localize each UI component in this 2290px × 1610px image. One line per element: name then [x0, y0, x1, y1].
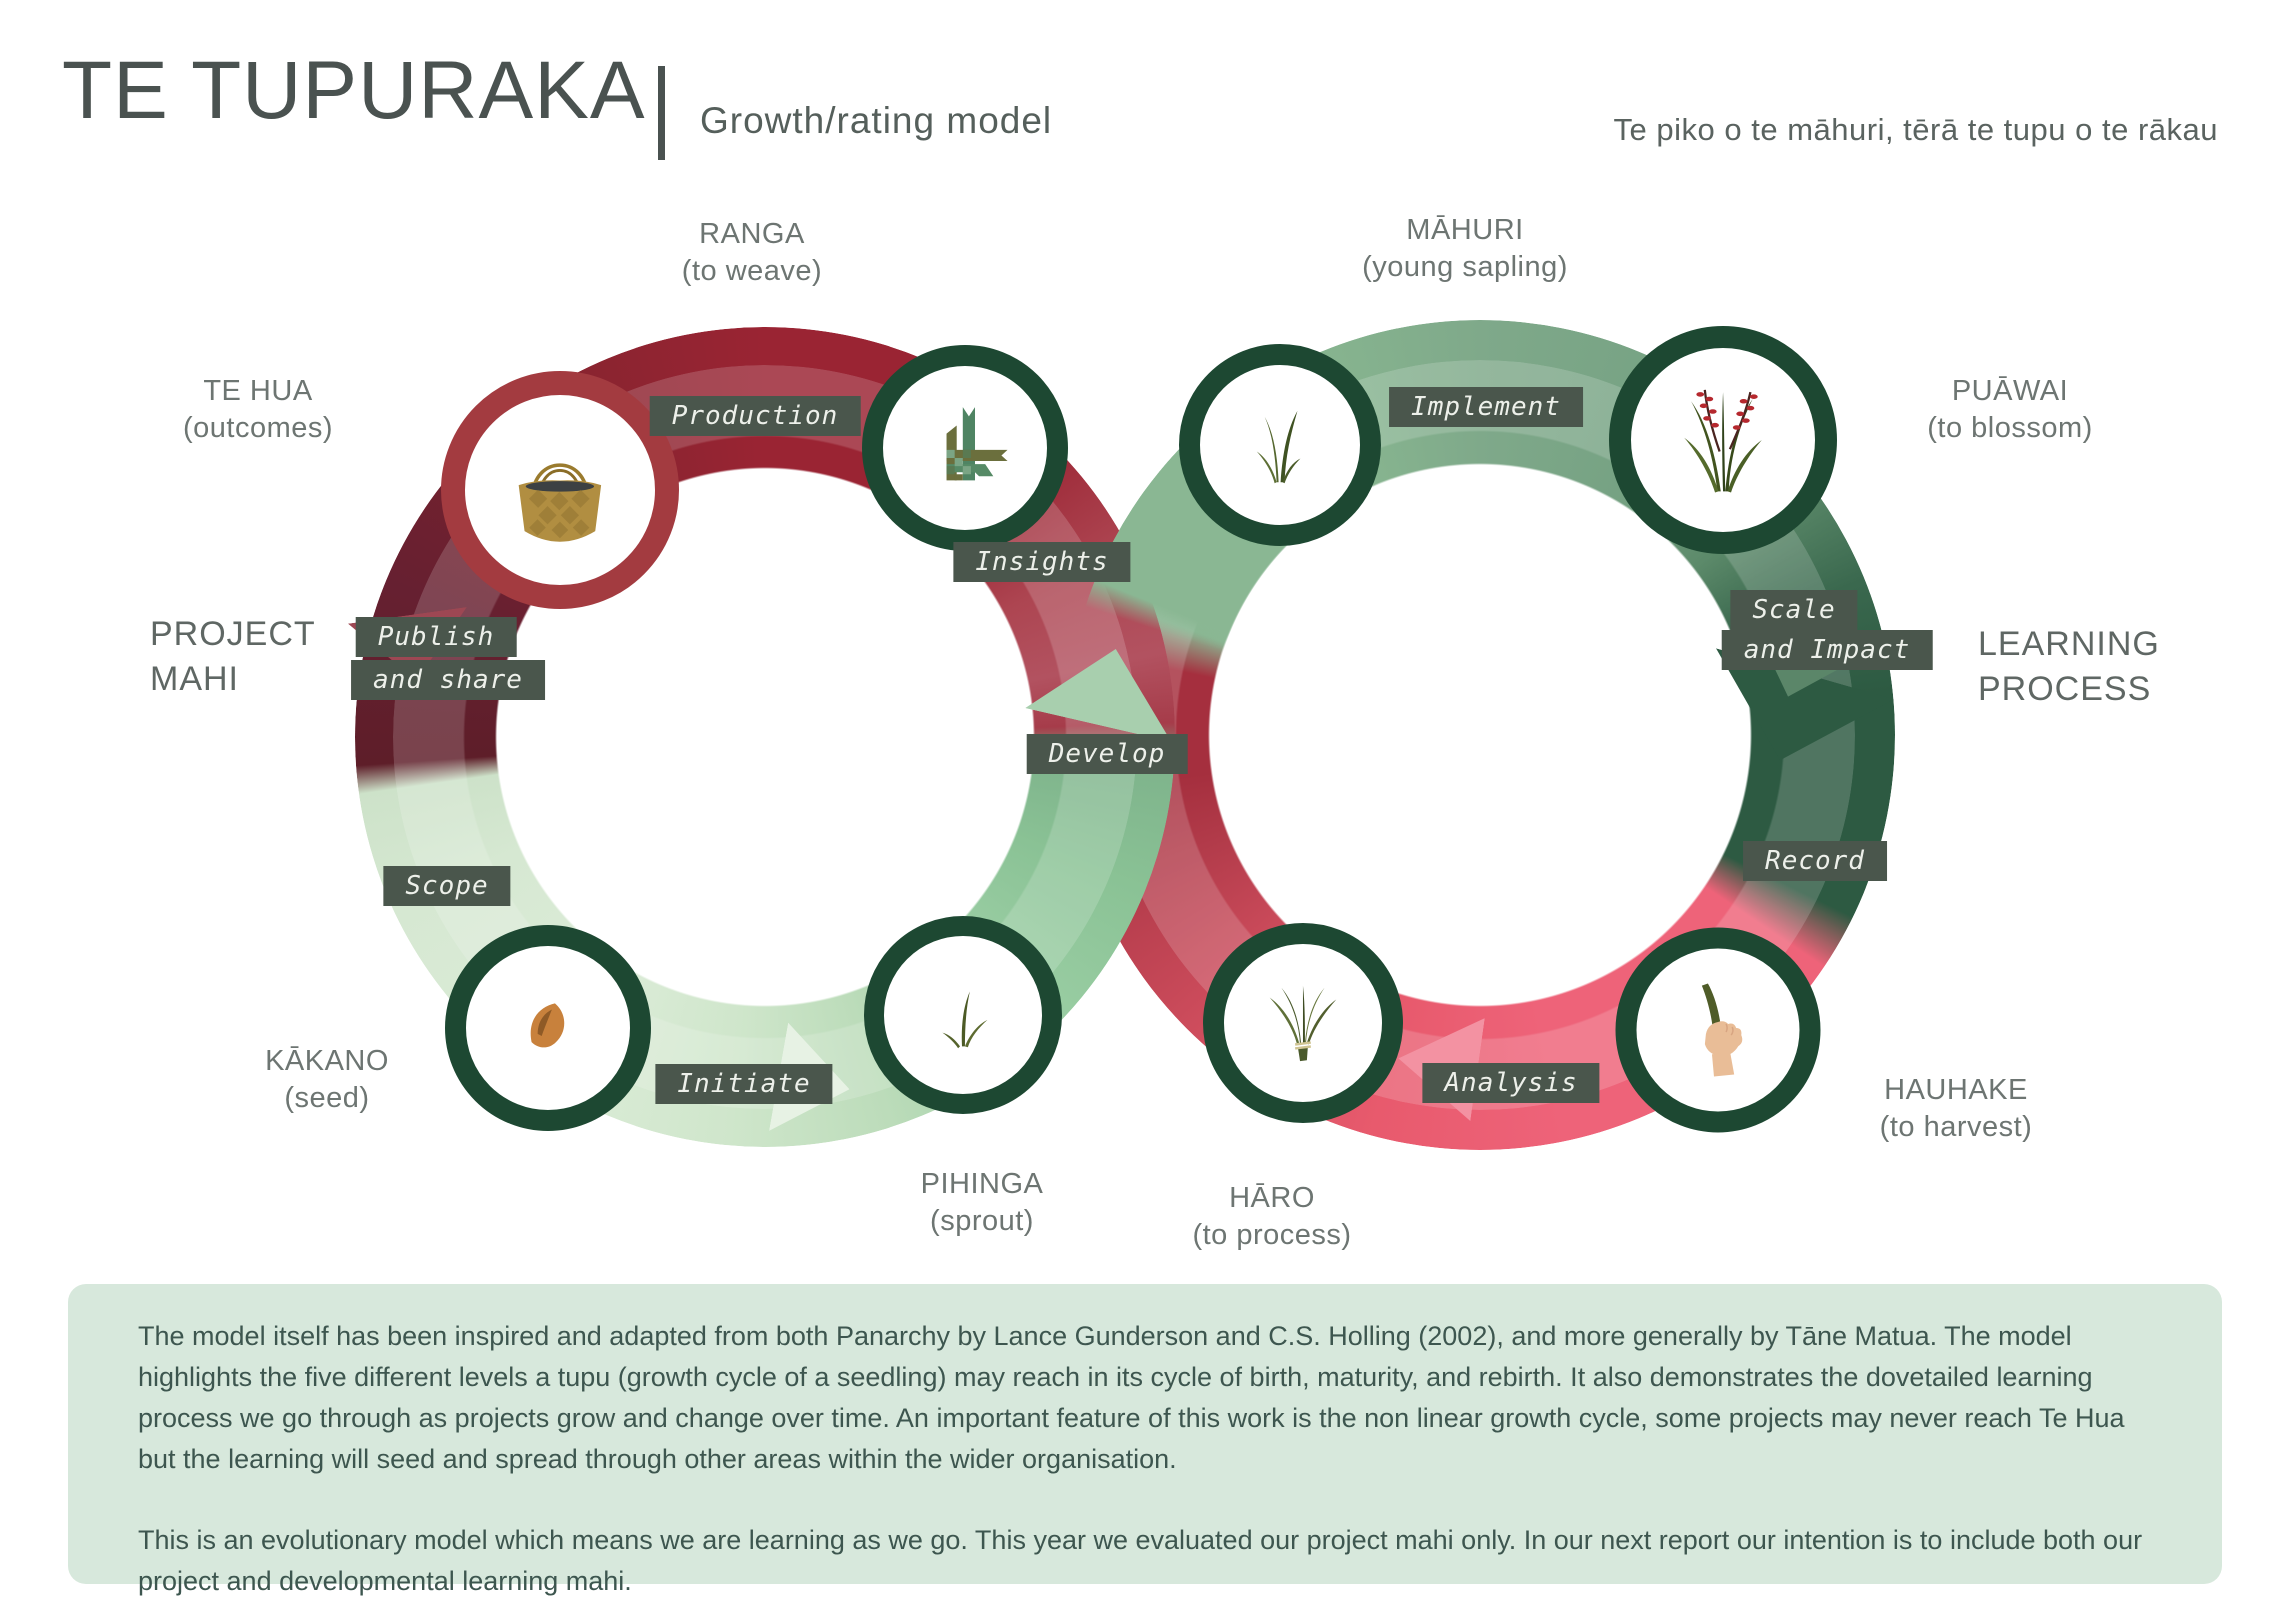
label-production: Production [649, 396, 861, 436]
label-insights: Insights [953, 542, 1131, 582]
stage-label-hauhake: HAUHAKE (to harvest) [1880, 1072, 2033, 1146]
hand-harvest-icon [1701, 983, 1743, 1077]
stage-gloss: (sprout) [930, 1205, 1034, 1237]
cycle-label-line: PROJECT [150, 615, 316, 653]
stage-gloss: (to process) [1192, 1219, 1352, 1251]
label-analysis: Analysis [1422, 1063, 1600, 1103]
whakatauki-tagline: Te piko o te māhuri, tērā te tupu o te r… [1613, 112, 2218, 147]
stage-name: HAUHAKE [1884, 1074, 2028, 1106]
description-paragraph-2: This is an evolutionary model which mean… [138, 1525, 2143, 1596]
stage-label-kakano: KĀKANO (seed) [265, 1043, 389, 1117]
label-record: Record [1743, 841, 1887, 881]
stage-name: PIHINGA [920, 1168, 1044, 1200]
stage-name: RANGA [699, 218, 805, 250]
stage-gloss: (outcomes) [182, 412, 334, 444]
stage-name: HĀRO [1229, 1182, 1315, 1214]
cycle-label-line: MAHI [150, 660, 239, 698]
kete-basket-icon [518, 463, 602, 542]
description-paragraph-1: The model itself has been inspired and a… [138, 1321, 2125, 1474]
sprout-icon [942, 991, 988, 1049]
description-panel: The model itself has been inspired and a… [68, 1284, 2222, 1596]
stage-label-puawai: PUĀWAI (to blossom) [1927, 373, 2093, 447]
flax-bundle-icon [1269, 985, 1337, 1062]
label-scope: Scope [383, 866, 511, 906]
node-mahuri [1179, 344, 1381, 546]
node-kakano [445, 925, 651, 1131]
label-develop: Develop [1026, 734, 1188, 774]
node-pihinga [864, 916, 1062, 1114]
stage-gloss: (to blossom) [1927, 412, 2093, 444]
stage-gloss: (to harvest) [1879, 1111, 2033, 1143]
label-publish-line2: and share [351, 660, 545, 700]
page-title: TE TUPURAKA [62, 45, 646, 136]
label-publish-line1: Publish [355, 617, 517, 657]
stage-gloss: (to weave) [681, 255, 823, 287]
page-subtitle: Growth/rating model [700, 100, 1053, 141]
stage-name: MĀHURI [1406, 214, 1524, 246]
seed-icon [530, 1003, 565, 1048]
stage-gloss: (young sapling) [1362, 251, 1568, 283]
node-te-hua [441, 371, 679, 609]
title-divider [658, 66, 665, 160]
flowering-flax-icon [1684, 389, 1762, 493]
cycle-label-project-mahi: PROJECT MAHI [150, 612, 316, 702]
cycle-label-line: PROCESS [1978, 670, 2152, 708]
stage-name: TE HUA [203, 375, 313, 407]
description-text: The model itself has been inspired and a… [138, 1316, 2168, 1602]
stage-label-haro: HĀRO (to process) [1192, 1180, 1351, 1254]
cycle-label-learning-process: LEARNING PROCESS [1978, 622, 2160, 712]
node-haro [1203, 923, 1403, 1123]
stage-name: KĀKANO [265, 1045, 389, 1077]
label-implement: Implement [1389, 387, 1583, 427]
stage-gloss: (seed) [284, 1082, 370, 1114]
node-ranga [862, 345, 1068, 551]
sapling-icon [1257, 411, 1301, 484]
label-scale-line1: Scale [1730, 590, 1858, 630]
node-puawai [1609, 326, 1837, 554]
stage-label-ranga: RANGA (to weave) [682, 216, 822, 290]
label-scale-line2: and Impact [1721, 630, 1933, 670]
stage-label-mahuri: MĀHURI (young sapling) [1362, 212, 1568, 286]
cycle-label-line: LEARNING [1978, 625, 2160, 663]
stage-label-te-hua: TE HUA (outcomes) [183, 373, 333, 447]
stage-label-pihinga: PIHINGA (sprout) [921, 1166, 1044, 1240]
stage-name: PUĀWAI [1951, 375, 2069, 407]
raranga-weaving-icon [946, 407, 1008, 481]
node-hauhake [1615, 927, 1821, 1133]
label-initiate: Initiate [655, 1064, 833, 1104]
